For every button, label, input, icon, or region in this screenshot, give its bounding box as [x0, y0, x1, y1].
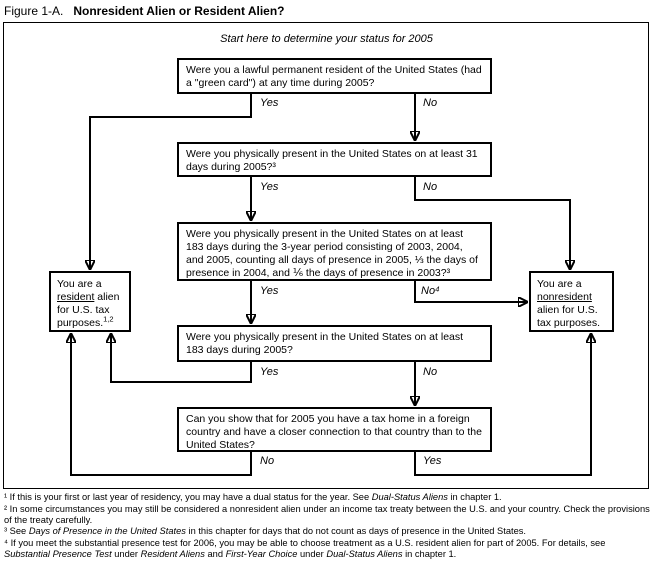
question-box-present-31-days: Were you physically present in the Unite… — [177, 142, 492, 177]
label-q2-yes: Yes — [260, 181, 279, 193]
footnotes: ¹ If this is your first or last year of … — [4, 492, 650, 561]
footnote-3: ³ See Days of Presence in the United Sta… — [4, 526, 526, 537]
figure-number: Figure 1-A. — [4, 4, 64, 18]
label-q5-no: No — [260, 455, 275, 467]
question-box-present-183-days-3-year: Were you physically present in the Unite… — [177, 222, 492, 281]
outcome-box-resident-alien: You are a resident alien for U.S. tax pu… — [49, 271, 131, 332]
question-box-green-card: Were you a lawful permanent resident of … — [177, 58, 492, 94]
label-q1-yes: Yes — [260, 97, 279, 109]
footnote-1: ¹ If this is your first or last year of … — [4, 492, 502, 502]
start-instruction: Start here to determine your status for … — [220, 33, 433, 45]
label-q2-no: No — [423, 181, 438, 193]
label-q4-yes: Yes — [260, 366, 279, 378]
label-q4-no: No — [423, 366, 438, 378]
footnote-4: ⁴ If you meet the substantial presence t… — [4, 538, 606, 559]
figure-title: Figure 1-A. Nonresident Alien or Resident… — [4, 4, 285, 18]
question-box-present-183-days-2005: Were you physically present in the Unite… — [177, 325, 492, 362]
label-q1-no: No — [423, 97, 438, 109]
label-q3-no: No⁴ — [421, 285, 440, 297]
question-box-tax-home: Can you show that for 2005 you have a ta… — [177, 407, 492, 452]
label-q3-yes: Yes — [260, 285, 279, 297]
label-q5-yes: Yes — [423, 455, 442, 467]
footnote-2: ² In some circumstances you may still be… — [4, 503, 650, 525]
outcome-box-nonresident-alien: You are a nonresident alien for U.S. tax… — [529, 271, 614, 332]
figure-heading: Nonresident Alien or Resident Alien? — [73, 4, 285, 18]
